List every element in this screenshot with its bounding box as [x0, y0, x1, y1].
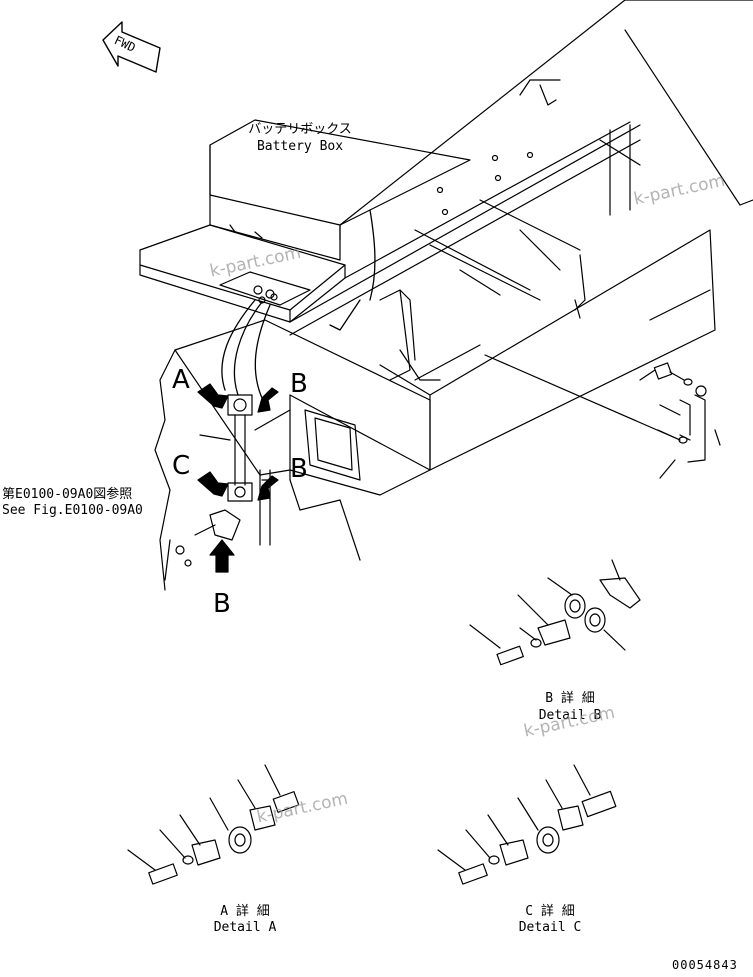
view-label-b-arrow: B [213, 589, 231, 619]
clamp-assembly-c [175, 482, 253, 567]
drawing-number: 00054843 [672, 958, 738, 972]
fwd-arrow-icon [102, 21, 161, 73]
rhs-exploded-bolt-clip [639, 362, 721, 479]
detail-c-label-en: Detail C [518, 920, 582, 935]
see-fig-label-jp: 第E0100-09A0図参照 [2, 487, 133, 502]
detail-a-exploded [127, 764, 300, 885]
battery-box-label-en: Battery Box [256, 139, 344, 154]
detail-c-label-jp: C 詳 細 [525, 904, 575, 919]
view-label-b-top: B [290, 369, 308, 399]
detail-c-exploded [437, 764, 617, 885]
see-fig-label-en: See Fig.E0100-09A0 [2, 503, 143, 518]
frame-rails [289, 121, 641, 381]
view-label-b-mid: B [290, 454, 308, 484]
detail-b-exploded [469, 559, 641, 666]
battery-compartment [154, 319, 431, 591]
battery-cables [221, 209, 376, 399]
battery-box-label-jp: バッテリボックス [248, 122, 352, 137]
pointer-arrows [197, 383, 279, 573]
detail-a-label-jp: A 詳 細 [220, 904, 270, 919]
detail-b-label-en: Detail B [538, 708, 602, 723]
view-label-a: A [172, 365, 190, 395]
detail-b-label-jp: B 詳 細 [545, 691, 595, 706]
frame-top-box [339, 0, 753, 241]
clamp-assembly-a [227, 394, 253, 486]
view-label-c: C [172, 451, 191, 481]
view-section-lines [164, 409, 291, 581]
detail-a-label-en: Detail A [213, 920, 277, 935]
